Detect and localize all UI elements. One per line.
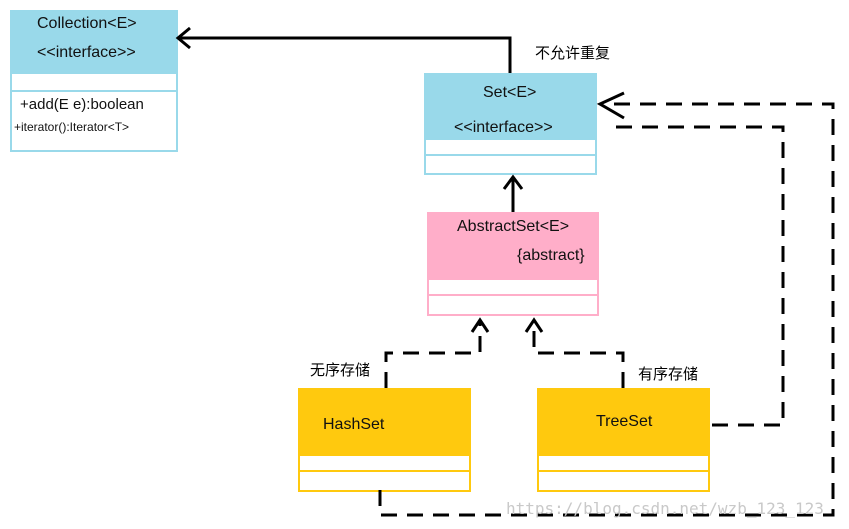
treeset-to-abstractset-line: [532, 320, 625, 388]
abstractset-arrowhead-left: [470, 317, 490, 333]
collection-method-iterator: +iterator():Iterator<T>: [14, 120, 130, 134]
set-arrowhead-from-abstractset: [502, 174, 524, 190]
collection-method-add: +add(E e):boolean: [20, 96, 144, 113]
abstractset-box: AbstractSet<E> {abstract}: [427, 212, 599, 316]
hashset-note: 无序存储: [310, 361, 371, 379]
hashset-name: HashSet: [323, 416, 385, 433]
abstractset-arrowhead-right: [524, 317, 544, 333]
treeset-note: 有序存储: [638, 365, 699, 383]
hashset-box: HashSet: [298, 388, 471, 492]
collection-arrowhead: [175, 26, 191, 50]
set-name: Set<E>: [483, 84, 537, 101]
set-note: 不允许重复: [535, 44, 611, 62]
set-header: [426, 75, 595, 140]
set-arrowhead-from-subclasses: [596, 91, 625, 120]
set-interface-box: Set<E> <<interface>>: [424, 73, 597, 175]
abstractset-modifier: {abstract}: [517, 247, 585, 264]
hashset-to-set-line: [378, 102, 835, 517]
hashset-header: [300, 390, 469, 456]
treeset-to-set-line: [610, 125, 785, 427]
hashset-to-abstractset-line: [384, 320, 482, 388]
abstractset-attributes-compartment: [429, 280, 597, 296]
set-to-collection-line: [180, 36, 512, 73]
abstractset-name: AbstractSet<E>: [457, 218, 570, 235]
collection-header: [12, 12, 176, 74]
set-attributes-compartment: [426, 140, 595, 156]
treeset-header: [539, 390, 708, 456]
watermark: https://blog.csdn.net/wzb_123_123: [506, 499, 824, 518]
abstractset-header: [429, 214, 597, 280]
collection-attributes-compartment: [12, 74, 176, 92]
set-stereotype: <<interface>>: [454, 119, 553, 136]
treeset-box: TreeSet: [537, 388, 710, 492]
collection-interface-box: Collection<E> <<interface>> +add(E e):bo…: [10, 10, 178, 152]
treeset-name: TreeSet: [596, 413, 653, 430]
hashset-attributes-compartment: [300, 456, 469, 472]
treeset-attributes-compartment: [539, 456, 708, 472]
collection-name: Collection<E>: [37, 15, 137, 32]
collection-stereotype: <<interface>>: [37, 44, 136, 61]
